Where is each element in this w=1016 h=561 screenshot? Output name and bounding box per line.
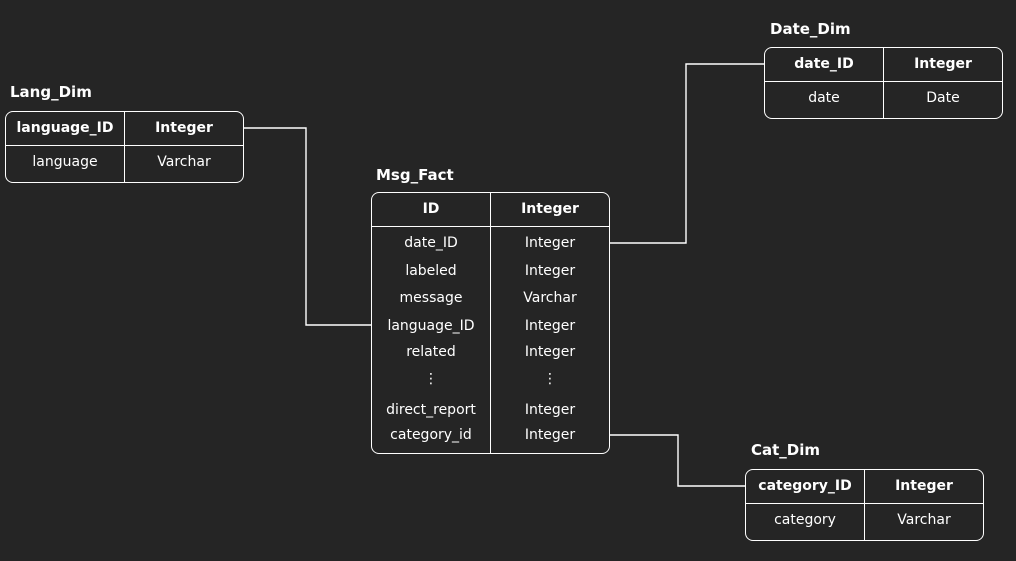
lang-dim-title: Lang_Dim <box>10 83 92 101</box>
msg-fact-field-type: Varchar <box>523 290 577 306</box>
msg-fact-field-type: Integer <box>524 344 576 360</box>
cat-dim-row-name: category <box>774 512 836 528</box>
cat-dim-header-name: category_ID <box>758 478 852 494</box>
cat-dim-table[interactable]: category_ID Integer category Varchar <box>745 469 984 541</box>
connector-date <box>609 63 764 244</box>
cat-dim-header-type: Integer <box>895 478 953 494</box>
date-dim-header-name: date_ID <box>794 56 854 72</box>
connector-category <box>609 434 745 487</box>
lang-dim-header-name: language_ID <box>16 120 114 136</box>
msg-fact-field-name: direct_report <box>386 402 476 418</box>
date-dim-title: Date_Dim <box>770 20 851 38</box>
msg-fact-field-name: labeled <box>405 263 457 279</box>
lang-dim-row-name: language <box>32 154 98 170</box>
msg-fact-column-divider <box>490 193 491 453</box>
msg-fact-field-type: Integer <box>524 318 576 334</box>
msg-fact-table[interactable]: ID Integer date_ID Integer labeled Integ… <box>371 192 610 454</box>
date-dim-row-type: Date <box>926 90 960 106</box>
msg-fact-header-name: ID <box>422 201 440 217</box>
msg-fact-ellipsis: ⋮ <box>543 371 557 387</box>
msg-fact-field-type: Integer <box>524 427 576 443</box>
lang-dim-row-type: Varchar <box>157 154 211 170</box>
date-dim-header-type: Integer <box>914 56 972 72</box>
msg-fact-field-name: related <box>406 344 456 360</box>
msg-fact-field-type: Integer <box>524 235 576 251</box>
cat-dim-title: Cat_Dim <box>751 441 821 459</box>
lang-dim-table[interactable]: language_ID Integer language Varchar <box>5 111 244 183</box>
lang-dim-header-type: Integer <box>155 120 213 136</box>
msg-fact-title: Msg_Fact <box>376 166 454 184</box>
date-dim-table[interactable]: date_ID Integer date Date <box>764 47 1003 119</box>
msg-fact-header-type: Integer <box>521 201 579 217</box>
msg-fact-field-name: category_id <box>390 427 472 443</box>
date-dim-row-name: date <box>808 90 840 106</box>
msg-fact-field-type: Integer <box>524 263 576 279</box>
cat-dim-column-divider <box>864 470 865 540</box>
connector-language <box>243 127 371 326</box>
msg-fact-field-type: Integer <box>524 402 576 418</box>
msg-fact-field-name: message <box>399 290 463 306</box>
date-dim-column-divider <box>883 48 884 118</box>
msg-fact-field-name: date_ID <box>404 235 458 251</box>
lang-dim-column-divider <box>124 112 125 182</box>
cat-dim-row-type: Varchar <box>897 512 951 528</box>
msg-fact-field-name: language_ID <box>387 318 475 334</box>
msg-fact-ellipsis: ⋮ <box>424 371 438 387</box>
